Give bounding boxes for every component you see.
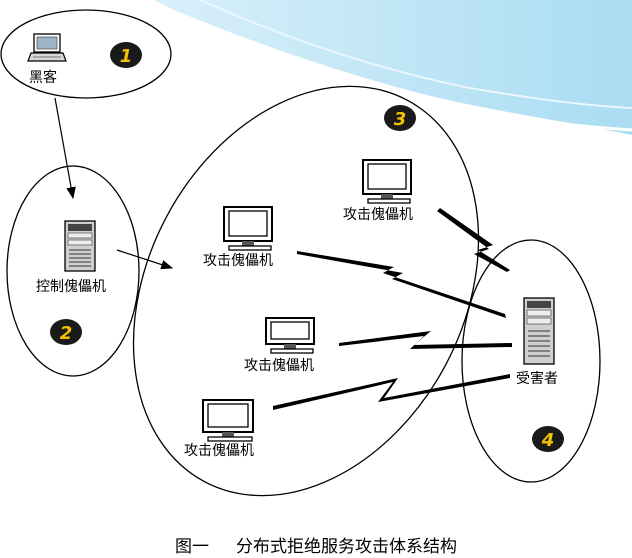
- step-badge-number: 4: [541, 430, 555, 451]
- node-label-agent-2: 攻击傀儡机: [343, 207, 413, 223]
- step-badge-1: 1: [110, 42, 142, 68]
- monitor-icon: [362, 159, 412, 204]
- step-badge-number: 1: [120, 46, 133, 67]
- node-label-agent-4: 攻击傀儡机: [184, 443, 254, 459]
- lightning-agent-3-to-victim: [273, 374, 510, 410]
- lightning-agent-1-to-victim: [297, 251, 506, 318]
- arrow-hacker-to-master: [54, 97, 76, 200]
- master-group: [6, 165, 140, 377]
- node-label-agent-1: 攻击傀儡机: [203, 253, 273, 269]
- step-badge-number: 3: [394, 109, 407, 130]
- node-label-master: 控制傀儡机: [36, 279, 106, 295]
- figure-caption: 图一 分布式拒绝服务攻击体系结构: [174, 537, 458, 557]
- monitor-icon: [223, 206, 273, 251]
- node-label-hacker: 黑客: [29, 69, 57, 86]
- node-label-agent-3: 攻击傀儡机: [244, 358, 314, 374]
- lightning-agent-4-to-victim: [437, 208, 510, 272]
- laptop-icon: [27, 33, 67, 62]
- step-badge-4: 4: [532, 426, 564, 452]
- step-badge-2: 2: [50, 319, 82, 345]
- step-badge-number: 2: [60, 323, 73, 344]
- lightning-agent-2-to-victim: [339, 331, 512, 349]
- node-label-victim: 受害者: [516, 371, 558, 387]
- victim-group: [461, 239, 601, 483]
- background-wave: [149, 0, 632, 135]
- monitor-icon: [202, 399, 254, 442]
- server-icon: [523, 297, 555, 365]
- hacker-group: [0, 9, 172, 99]
- monitor-icon: [265, 317, 315, 354]
- arrow-master-to-agents: [116, 249, 174, 270]
- server-icon: [64, 220, 96, 272]
- step-badge-3: 3: [384, 105, 416, 131]
- agents-group: [132, 85, 480, 497]
